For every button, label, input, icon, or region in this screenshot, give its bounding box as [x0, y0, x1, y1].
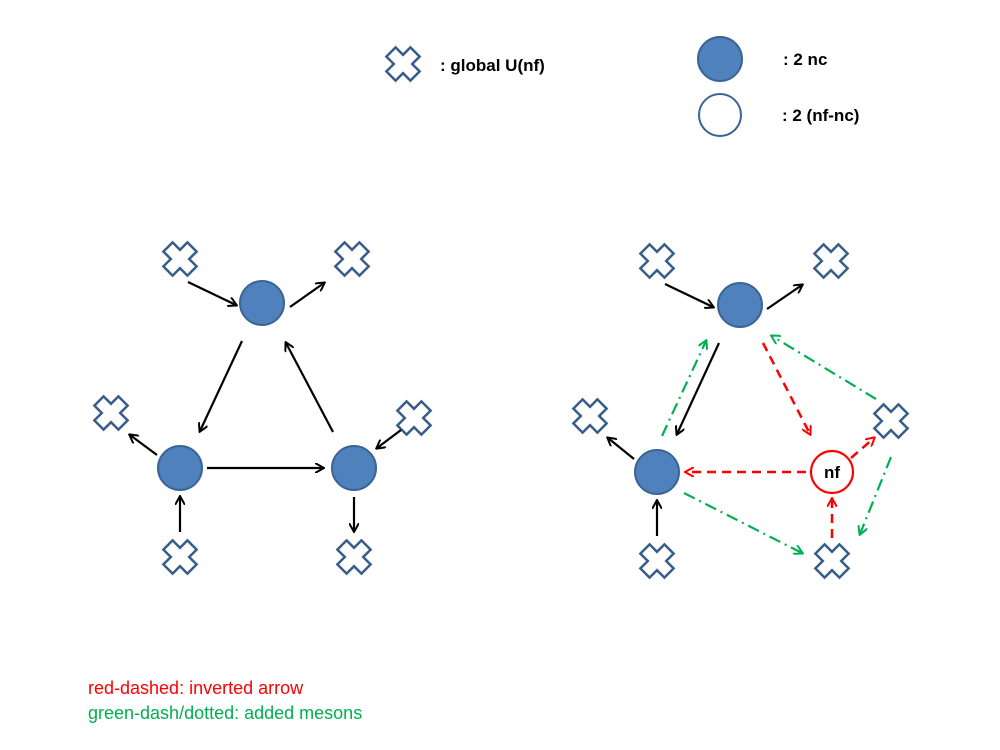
right-flavor-bottom-left-cross-icon: [638, 542, 676, 580]
left-arrow-top-to-flavor: [289, 283, 324, 308]
cross-shape: [812, 242, 850, 280]
legend-open-node: [698, 93, 742, 137]
left-flavor-right-cross-icon: [395, 399, 433, 437]
legend-flavor-label: : global U(nf): [440, 56, 545, 75]
legend-filled-label: : 2 nc: [783, 50, 827, 69]
right-arrow-top-to-flavor: [766, 285, 802, 310]
left-node-top: [239, 280, 285, 326]
left-arrow-flavor-to-top: [187, 281, 236, 305]
right-node-left: [634, 449, 680, 495]
right-flavor-bottom-right-cross-icon: [813, 542, 851, 580]
right-arrow-top-to-left: [677, 342, 720, 434]
left-node-left: [157, 445, 203, 491]
right-meson-arrow-flavor-to-top: [772, 336, 877, 400]
left-flavor-left-cross-icon: [92, 394, 130, 432]
right-flavor-top-left-cross-icon: [638, 242, 676, 280]
cross-shape: [638, 542, 676, 580]
cross-shape: [395, 399, 433, 437]
right-node-nf: [809, 449, 855, 495]
left-flavor-bottom-left-cross-icon: [161, 538, 199, 576]
legend-filled-node: [697, 36, 743, 82]
legend-flavor-cross-icon: [384, 45, 422, 83]
cross-shape: [638, 242, 676, 280]
legend-open-label: : 2 (nf-nc): [782, 106, 859, 125]
right-flavor-right-cross-icon: [872, 402, 910, 440]
right-meson-arrow-left-to-top: [661, 341, 706, 437]
right-node-top: [717, 282, 763, 328]
left-arrow-right-to-top: [286, 343, 334, 433]
left-node-right: [331, 445, 377, 491]
cross-shape: [161, 240, 199, 278]
left-flavor-bottom-right-cross-icon: [335, 538, 373, 576]
cross-shape: [335, 538, 373, 576]
cross-shape: [161, 538, 199, 576]
right-meson-arrow-flavor-to-flavor: [860, 456, 893, 534]
left-quiver: [92, 240, 433, 576]
note-green-dashed: green-dash/dotted: added mesons: [88, 703, 363, 723]
right-arrow-left-to-flavor: [608, 438, 635, 460]
right-meson-arrow-left-to-flavor: [683, 492, 802, 553]
legend: : global U(nf) : 2 nc : 2 (nf-nc): [384, 36, 859, 137]
cross-shape: [333, 240, 371, 278]
left-arrow-top-to-left: [200, 340, 243, 431]
cross-shape: [813, 542, 851, 580]
cross-shape: [92, 394, 130, 432]
right-arrow-flavor-to-top: [664, 283, 713, 307]
right-quiver: nf: [571, 242, 910, 580]
right-inverted-arrow-nf-to-flavor: [850, 438, 874, 459]
right-node-nf-label: nf: [824, 463, 840, 482]
right-flavor-top-right-cross-icon: [812, 242, 850, 280]
cross-shape: [384, 45, 422, 83]
note-red-dashed: red-dashed: inverted arrow: [88, 678, 304, 698]
notes: red-dashed: inverted arrow green-dash/do…: [88, 676, 362, 726]
left-flavor-top-left-cross-icon: [161, 240, 199, 278]
right-flavor-left-cross-icon: [571, 397, 609, 435]
left-arrow-flavor-to-right: [377, 429, 402, 448]
left-flavor-top-right-cross-icon: [333, 240, 371, 278]
cross-shape: [571, 397, 609, 435]
cross-shape: [872, 402, 910, 440]
left-arrow-left-to-flavor: [130, 435, 158, 456]
right-inverted-arrow-top-to-nf: [761, 342, 810, 434]
